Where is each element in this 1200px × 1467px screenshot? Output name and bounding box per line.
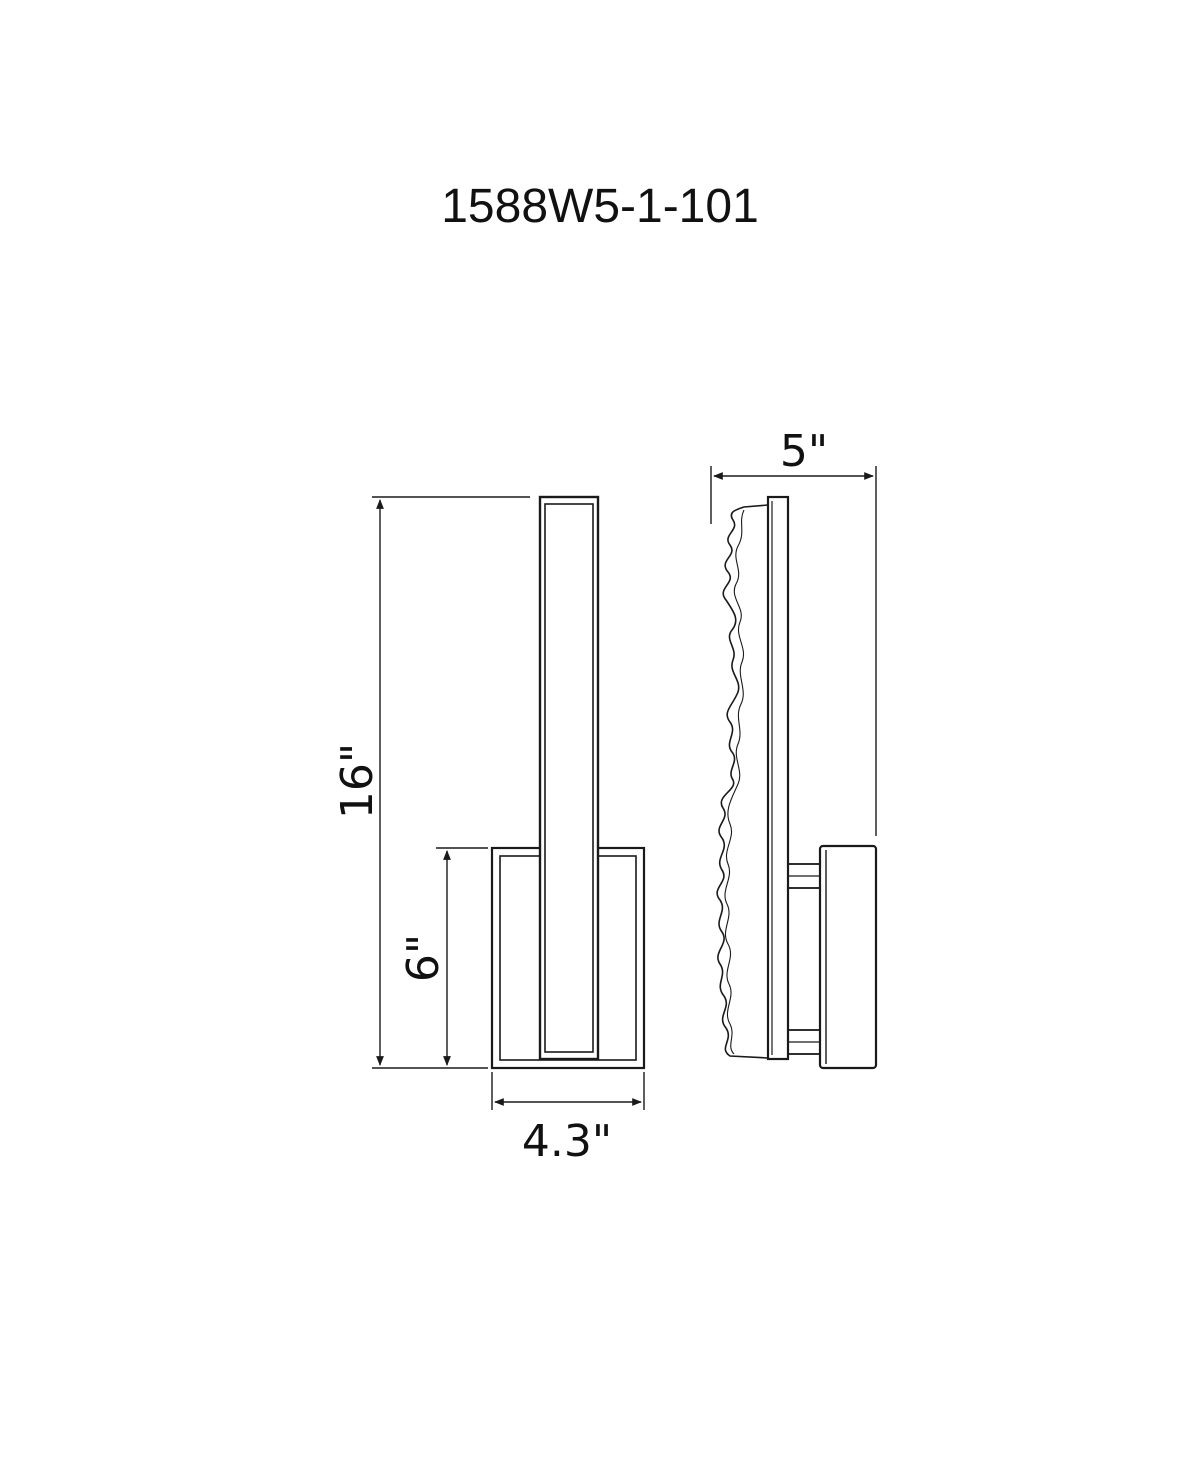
- front-light-bar-inner: [544, 503, 594, 1053]
- side-wall-canopy: [818, 844, 878, 1070]
- side-bar-profile: [766, 495, 790, 1061]
- side-crystal-edge: [716, 504, 769, 1059]
- front-view: 16" 6" 4.3": [332, 495, 646, 1167]
- height-label: 16": [332, 743, 383, 819]
- depth-label: 5": [780, 426, 828, 477]
- model-number-title: 1588W5-1-101: [441, 180, 759, 233]
- base-height-label: 6": [398, 934, 449, 982]
- side-view: 5": [710, 426, 878, 1070]
- width-label: 4.3": [522, 1116, 612, 1167]
- side-crystal-edge-inner: [724, 509, 745, 1055]
- front-light-bar-outer: [538, 495, 600, 1061]
